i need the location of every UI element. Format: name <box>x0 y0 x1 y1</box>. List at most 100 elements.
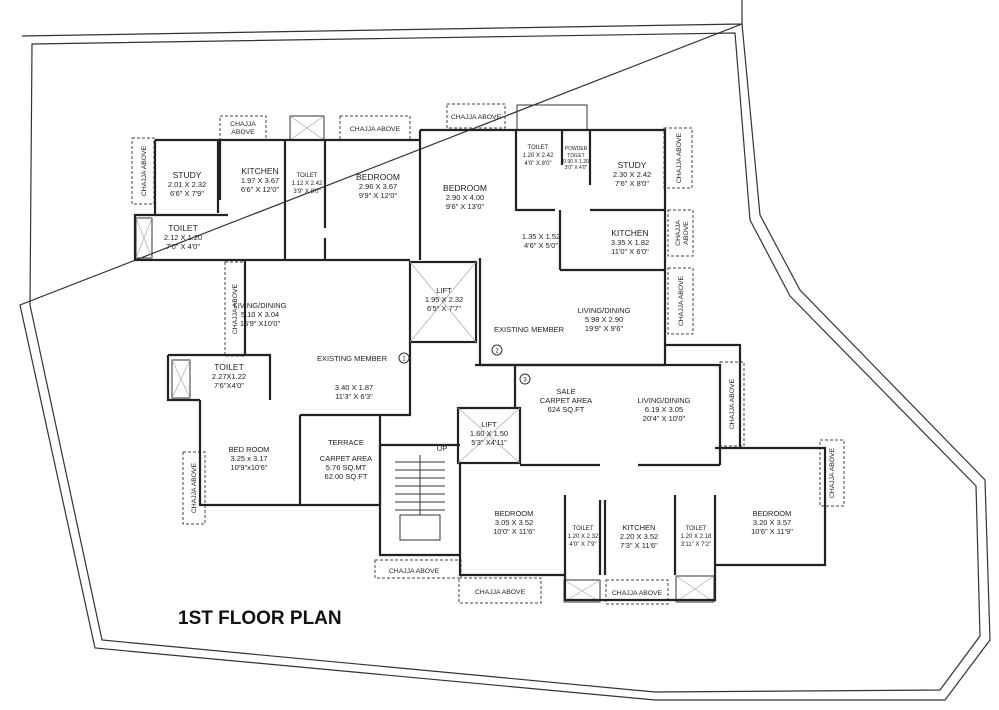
svg-text:10'9"x10'6": 10'9"x10'6" <box>231 463 268 472</box>
room-lift-main: LIFT 1.95 X 2.32 6'5" X 7'7" <box>425 286 463 313</box>
svg-text:7'6"X4'0": 7'6"X4'0" <box>214 381 244 390</box>
svg-text:2.27X1.22: 2.27X1.22 <box>212 372 246 381</box>
chajja-labels: CHAJJA ABOVE CHAJJA ABOVE CHAJJA ABOVE C… <box>141 114 836 597</box>
svg-text:4'0" X 8'0": 4'0" X 8'0" <box>524 161 551 167</box>
svg-text:5.98 X 2.90: 5.98 X 2.90 <box>585 315 623 324</box>
walls <box>133 128 827 602</box>
svg-text:3.35 X 1.82: 3.35 X 1.82 <box>611 238 649 247</box>
svg-text:CHAJJA: CHAJJA <box>230 121 256 128</box>
svg-text:CHAJJA ABOVE: CHAJJA ABOVE <box>829 447 836 498</box>
svg-text:16'9" X10'0": 16'9" X10'0" <box>240 319 281 328</box>
svg-text:4'6" X 5'0": 4'6" X 5'0" <box>524 241 558 250</box>
svg-text:SALE: SALE <box>556 387 575 396</box>
svg-text:BEDROOM: BEDROOM <box>356 172 400 182</box>
existing-member-1: EXISTING MEMBER 1 3.40 X 1.87 11'3" X 6'… <box>317 352 410 401</box>
room-study-left: STUDY 2.01 X 2.32 6'6" X 7'9" <box>168 170 206 198</box>
svg-text:3: 3 <box>523 378 527 384</box>
svg-text:BEDROOM: BEDROOM <box>443 183 487 193</box>
svg-text:TOILET: TOILET <box>297 173 318 179</box>
svg-text:CARPET AREA: CARPET AREA <box>540 396 592 405</box>
svg-text:5'3" X4'11": 5'3" X4'11" <box>471 438 507 447</box>
svg-text:3.05 X 3.52: 3.05 X 3.52 <box>495 518 533 527</box>
svg-text:2.30 X 2.42: 2.30 X 2.42 <box>613 170 651 179</box>
room-living-lower: LIVING/DINING 6.19 X 3.05 20'4" X 10'0" <box>638 396 691 423</box>
svg-text:10'0" X 11'6": 10'0" X 11'6" <box>493 527 535 536</box>
room-toilet-top: TOILET 1.20 X 2.42 4'0" X 8'0" <box>523 145 554 167</box>
svg-text:LIFT: LIFT <box>436 286 452 295</box>
svg-text:CHAJJA ABOVE: CHAJJA ABOVE <box>451 114 502 121</box>
svg-text:2.96 X 3.67: 2.96 X 3.67 <box>359 182 397 191</box>
room-powder-toilet: POWDER TOILET 0.90 X 1.20 3'0" X 4'0" <box>563 146 589 171</box>
svg-text:1.60 X 1.50: 1.60 X 1.50 <box>470 429 508 438</box>
room-living-left: LIVING/DINING 5.10 X 3.04 16'9" X10'0" <box>234 301 287 328</box>
svg-text:TERRACE: TERRACE <box>328 438 364 447</box>
svg-text:3.40 X 1.87: 3.40 X 1.87 <box>335 383 373 392</box>
svg-text:BEDROOM: BEDROOM <box>753 509 792 518</box>
svg-text:ABOVE: ABOVE <box>683 221 690 245</box>
svg-text:TOILET: TOILET <box>686 526 707 532</box>
room-lift-small: LIFT 1.60 X 1.50 5'3" X4'11" <box>470 420 508 447</box>
room-toilet-lower-1: TOILET 1.20 X 2.32 4'0" X 7'9" <box>568 526 599 548</box>
room-toilet-lower-2: TOILET 1.20 X 2.18 3'11" X 7'2" <box>681 526 712 548</box>
svg-text:20'4" X 10'0": 20'4" X 10'0" <box>643 414 686 423</box>
existing-member-2: EXISTING MEMBER 2 <box>491 325 565 356</box>
room-terrace: TERRACE CARPET AREA 5.76 SQ.MT 62.00 SQ.… <box>320 438 372 481</box>
svg-text:CHAJJA ABOVE: CHAJJA ABOVE <box>475 589 526 596</box>
svg-text:TOILET: TOILET <box>528 145 549 151</box>
room-bedroom-center: BEDROOM 2.90 X 4.00 9'6" X 13'0" <box>443 183 487 211</box>
room-study-right: STUDY 2.30 X 2.42 7'6" X 8'0" <box>613 160 651 188</box>
svg-text:9'9" X 12'0": 9'9" X 12'0" <box>359 191 398 200</box>
svg-text:10'6" X 11'9": 10'6" X 11'9" <box>751 527 793 536</box>
plot-boundary <box>19 0 991 701</box>
svg-text:UP: UP <box>437 444 447 453</box>
room-toilet-mid-left: TOILET 2.27X1.22 7'6"X4'0" <box>212 362 246 390</box>
svg-text:624 SQ.FT: 624 SQ.FT <box>548 405 585 414</box>
svg-text:KITCHEN: KITCHEN <box>241 166 278 176</box>
svg-text:KITCHEN: KITCHEN <box>623 523 656 532</box>
svg-text:CHAJJA ABOVE: CHAJJA ABOVE <box>729 378 736 429</box>
svg-text:3.25 x 3.17: 3.25 x 3.17 <box>230 454 267 463</box>
svg-text:11'0" X 6'0": 11'0" X 6'0" <box>611 247 649 256</box>
svg-text:6'5" X 7'7": 6'5" X 7'7" <box>427 304 461 313</box>
svg-text:CHAJJA ABOVE: CHAJJA ABOVE <box>350 126 401 133</box>
svg-text:LIFT: LIFT <box>481 420 497 429</box>
room-toilet-left-small: TOILET 1.12 X 2.42 3'9" X 8'0" <box>292 173 323 195</box>
svg-text:TOILET: TOILET <box>573 526 594 532</box>
svg-text:5.76 SQ.MT: 5.76 SQ.MT <box>326 463 367 472</box>
svg-text:LIVING/DINING: LIVING/DINING <box>638 396 691 405</box>
svg-text:EXISTING MEMBER: EXISTING MEMBER <box>317 354 388 363</box>
svg-text:1.35 X 1.52: 1.35 X 1.52 <box>522 232 560 241</box>
svg-text:POWDER: POWDER <box>565 146 588 152</box>
svg-text:TOILET: TOILET <box>214 362 244 372</box>
svg-text:2.01 X 2.32: 2.01 X 2.32 <box>168 180 206 189</box>
svg-text:4'0" X 7'9": 4'0" X 7'9" <box>569 542 596 548</box>
svg-text:6'6" X 12'0": 6'6" X 12'0" <box>241 185 280 194</box>
svg-text:0.90 X 1.20: 0.90 X 1.20 <box>563 159 589 165</box>
svg-text:3.20 X 3.57: 3.20 X 3.57 <box>753 518 791 527</box>
svg-text:TOILET: TOILET <box>567 153 584 159</box>
svg-text:2.12 X 1.20: 2.12 X 1.20 <box>164 233 202 242</box>
room-bedroom-left-top: BEDROOM 2.96 X 3.67 9'9" X 12'0" <box>356 172 400 200</box>
svg-text:CHAJJA ABOVE: CHAJJA ABOVE <box>141 145 148 196</box>
plan-title: 1ST FLOOR PLAN <box>178 608 342 629</box>
svg-text:STUDY: STUDY <box>173 170 202 180</box>
svg-text:1.20 X 2.42: 1.20 X 2.42 <box>523 153 554 159</box>
svg-text:BEDROOM: BEDROOM <box>495 509 534 518</box>
svg-text:CARPET AREA: CARPET AREA <box>320 454 372 463</box>
svg-text:KITCHEN: KITCHEN <box>611 228 648 238</box>
svg-text:3'11" X 7'2": 3'11" X 7'2" <box>681 542 711 548</box>
svg-text:1: 1 <box>402 357 406 363</box>
svg-text:STUDY: STUDY <box>618 160 647 170</box>
room-bed-room-left: BED ROOM 3.25 x 3.17 10'9"x10'6" <box>229 445 270 472</box>
room-kitchen-lower: KITCHEN 2.20 X 3.52 7'3" X 11'6" <box>620 523 658 550</box>
svg-text:1.95 X 2.32: 1.95 X 2.32 <box>425 295 463 304</box>
svg-text:7'0" X 4'0": 7'0" X 4'0" <box>166 242 200 251</box>
svg-text:LIVING/DINING: LIVING/DINING <box>234 301 287 310</box>
room-toilet-left: TOILET 2.12 X 1.20 7'0" X 4'0" <box>164 223 202 251</box>
svg-text:1.20 X 2.18: 1.20 X 2.18 <box>681 534 712 540</box>
svg-text:6.19 X 3.05: 6.19 X 3.05 <box>645 405 683 414</box>
svg-text:ABOVE: ABOVE <box>231 129 255 136</box>
svg-text:19'9" X 9'6": 19'9" X 9'6" <box>585 324 624 333</box>
svg-text:CHAJJA ABOVE: CHAJJA ABOVE <box>232 283 239 334</box>
